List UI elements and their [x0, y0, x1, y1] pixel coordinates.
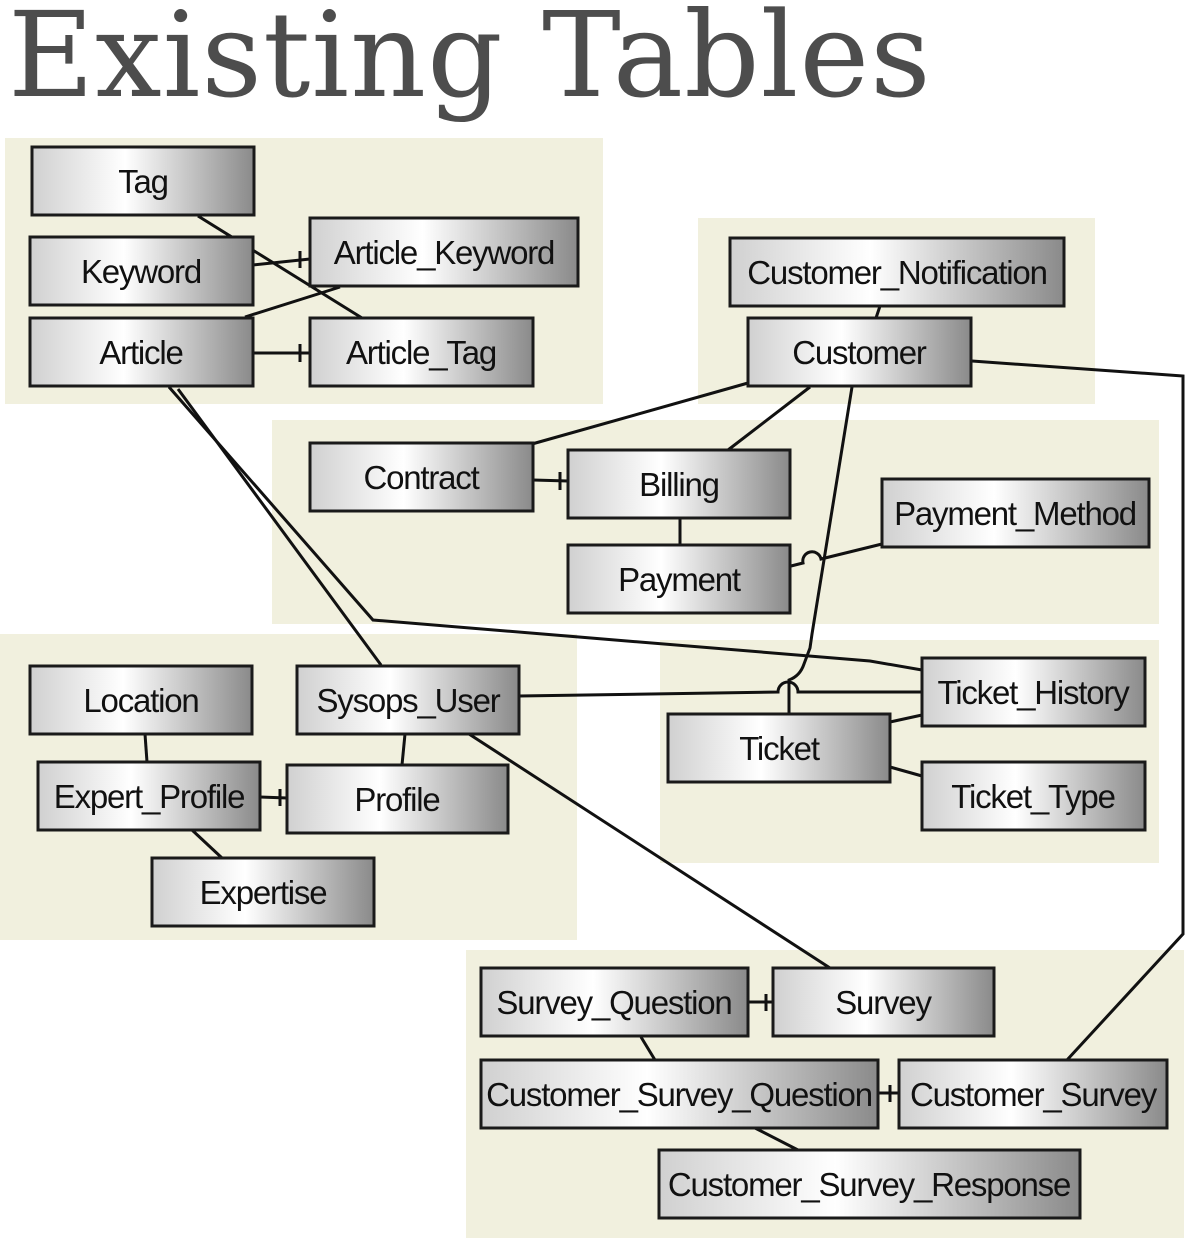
entity-article-tag[interactable]: Article_Tag — [308, 316, 535, 388]
entity-ticket-history-box — [920, 656, 1147, 728]
entity-tag-box — [30, 145, 256, 217]
entity-contract-box — [308, 441, 535, 513]
line-expert-profile-profile — [259, 795, 288, 800]
entity-article-label: Article — [99, 334, 182, 371]
entity-survey-question[interactable]: Survey_Question — [479, 966, 750, 1038]
entity-sysops-user-box — [295, 664, 521, 736]
entity-payment-method-label: Payment_Method — [894, 495, 1136, 532]
line-customer-customer-survey — [971, 359, 1185, 1062]
entity-sysops-user-label: Sysops_User — [316, 682, 500, 719]
entity-customer-survey-response[interactable]: Customer_Survey_Response — [657, 1148, 1082, 1220]
entity-survey-box — [771, 966, 996, 1038]
entity-expert-profile[interactable]: Expert_Profile — [36, 760, 262, 832]
entity-survey-question-box — [479, 966, 750, 1038]
line-contract-billing — [532, 478, 569, 483]
entity-customer[interactable]: Customer — [746, 316, 973, 388]
entity-location-box — [28, 664, 254, 736]
entity-profile-box — [285, 763, 510, 835]
entity-article-box — [28, 316, 255, 388]
entity-profile-label: Profile — [354, 781, 439, 818]
entity-keyword-label: Keyword — [81, 253, 201, 290]
line-customer-ticket — [787, 386, 854, 714]
entity-article-keyword-label: Article_Keyword — [334, 234, 554, 271]
line-customer-contract — [531, 381, 749, 446]
entity-ticket-type[interactable]: Ticket_Type — [920, 760, 1147, 832]
entity-customer-notification-label: Customer_Notification — [747, 254, 1046, 291]
line-sysops-user-profile — [400, 733, 407, 766]
line-article-ticket-history — [167, 386, 923, 672]
line-payment-payment-method — [790, 542, 883, 568]
entity-payment-method-box — [880, 477, 1151, 549]
line-sysops-user-ticket-history — [518, 680, 922, 698]
entity-customer-survey-question-box — [479, 1058, 880, 1130]
entity-ticket[interactable]: Ticket — [666, 712, 892, 784]
entity-customer-survey-question-label: Customer_Survey_Question — [486, 1076, 872, 1113]
entity-tag-label: Tag — [118, 163, 168, 200]
entity-expertise[interactable]: Expertise — [150, 856, 376, 928]
entity-keyword[interactable]: Keyword — [28, 235, 255, 307]
entity-customer-survey[interactable]: Customer_Survey — [897, 1058, 1169, 1130]
entity-sysops-user[interactable]: Sysops_User — [295, 664, 521, 736]
entity-ticket-type-label: Ticket_Type — [951, 778, 1114, 815]
entity-billing[interactable]: Billing — [566, 448, 792, 520]
entity-customer-survey-box — [897, 1058, 1169, 1130]
entity-payment-label: Payment — [618, 561, 741, 598]
entity-ticket-type-box — [920, 760, 1147, 832]
entity-payment-box — [566, 543, 792, 615]
line-tag-article-tag — [197, 214, 363, 320]
entity-customer-survey-response-box — [657, 1148, 1082, 1220]
entity-location-label: Location — [83, 682, 198, 719]
entity-billing-label: Billing — [639, 466, 719, 503]
entity-contract[interactable]: Contract — [308, 441, 535, 513]
entity-survey-label: Survey — [835, 984, 932, 1021]
entity-contract-label: Contract — [363, 459, 479, 496]
entity-customer-notification-box — [728, 236, 1066, 308]
entity-article[interactable]: Article — [28, 316, 255, 388]
entity-customer-notification[interactable]: Customer_Notification — [728, 236, 1066, 308]
entity-article-tag-label: Article_Tag — [346, 334, 496, 371]
entity-profile[interactable]: Profile — [285, 763, 510, 835]
entity-customer-survey-label: Customer_Survey — [910, 1076, 1158, 1113]
line-ticket-ticket-history — [889, 713, 923, 724]
connector-ticks — [278, 251, 892, 1102]
line-article-article-keyword — [244, 285, 341, 319]
page-title: Existing Tables — [8, 0, 932, 124]
entity-survey-question-label: Survey_Question — [496, 984, 731, 1021]
line-customer-billing — [727, 385, 811, 452]
entity-tag[interactable]: Tag — [30, 145, 256, 217]
entities: Tag Keyword Article Article_Keyword Arti… — [28, 145, 1169, 1220]
line-survey-question-cs-question — [639, 1036, 657, 1061]
entity-ticket-box — [666, 712, 892, 784]
entity-billing-box — [566, 448, 792, 520]
entity-ticket-history-label: Ticket_History — [937, 674, 1130, 711]
entity-survey[interactable]: Survey — [771, 966, 996, 1038]
entity-payment-method[interactable]: Payment_Method — [880, 477, 1151, 549]
line-ticket-ticket-type — [889, 765, 923, 778]
entity-article-tag-box — [308, 316, 535, 388]
entity-customer-label: Customer — [792, 334, 927, 371]
entity-expertise-label: Expertise — [200, 874, 327, 911]
line-expert-profile-expertise — [190, 828, 224, 860]
line-sysops-user-survey — [468, 732, 831, 970]
entity-location[interactable]: Location — [28, 664, 254, 736]
line-notification-customer — [874, 305, 882, 319]
entity-payment[interactable]: Payment — [566, 543, 792, 615]
line-article-sysops-user — [176, 388, 383, 666]
entity-customer-survey-question[interactable]: Customer_Survey_Question — [479, 1058, 880, 1130]
entity-keyword-box — [28, 235, 255, 307]
entity-customer-box — [746, 316, 973, 388]
line-cs-question-cs-response — [754, 1126, 799, 1152]
line-location-expert-profile — [143, 733, 149, 763]
entity-article-keyword-box — [308, 216, 580, 288]
entity-ticket-history[interactable]: Ticket_History — [920, 656, 1147, 728]
entity-article-keyword[interactable]: Article_Keyword — [308, 216, 580, 288]
entity-customer-survey-response-label: Customer_Survey_Response — [668, 1166, 1070, 1203]
entity-expert-profile-label: Expert_Profile — [54, 778, 244, 815]
entity-expert-profile-box — [36, 760, 262, 832]
entity-expertise-box — [150, 856, 376, 928]
entity-ticket-label: Ticket — [739, 730, 820, 767]
